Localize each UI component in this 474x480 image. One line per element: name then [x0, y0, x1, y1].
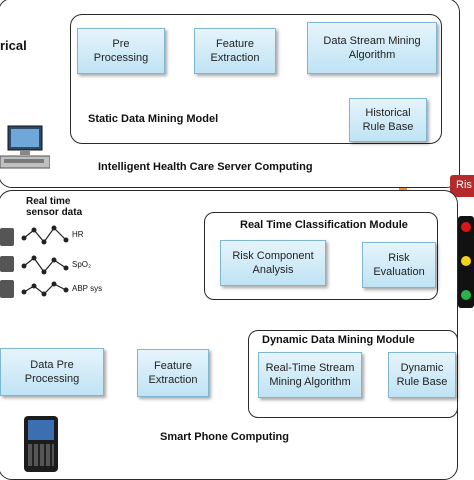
data-stream-mining-box[interactable]: Data Stream Mining Algorithm — [307, 22, 437, 74]
smartphone-icon — [24, 416, 58, 472]
feature-extraction-box[interactable]: Feature Extraction — [194, 28, 276, 74]
classification-title: Real Time Classification Module — [240, 219, 408, 231]
signal-abp: ABP sys — [72, 284, 103, 293]
traffic-light-icon — [458, 216, 474, 308]
historical-rule-base-box[interactable]: Historical Rule Base — [349, 98, 427, 142]
sensor-title: Real time sensor data — [26, 196, 83, 218]
sensor-chart: HR SpO₂ ABP sys — [0, 220, 110, 310]
risk-evaluation-box[interactable]: Risk Evaluation — [362, 242, 436, 288]
risk-stub-label: Ris — [456, 179, 472, 191]
phone-feature-extraction-box[interactable]: Feature Extraction — [137, 349, 209, 397]
top-left-label: rical — [0, 38, 27, 53]
risk-component-box[interactable]: Risk Component Analysis — [220, 240, 326, 286]
static-model-title: Static Data Mining Model — [88, 113, 219, 125]
pre-processing-box[interactable]: Pre Processing — [77, 28, 165, 74]
dynamic-title: Dynamic Data Mining Module — [262, 334, 415, 346]
phone-label: Smart Phone Computing — [160, 431, 289, 443]
dynamic-rule-base-box[interactable]: Dynamic Rule Base — [388, 352, 456, 398]
signal-spo2: SpO₂ — [72, 260, 92, 269]
risk-stub: Ris — [450, 175, 474, 197]
computer-icon — [0, 124, 50, 170]
server-label: Intelligent Health Care Server Computing — [98, 161, 313, 173]
signal-hr: HR — [72, 230, 84, 239]
data-pre-processing-box[interactable]: Data Pre Processing — [0, 348, 104, 396]
stream-algorithm-box[interactable]: Real-Time Stream Mining Algorithm — [258, 352, 362, 398]
